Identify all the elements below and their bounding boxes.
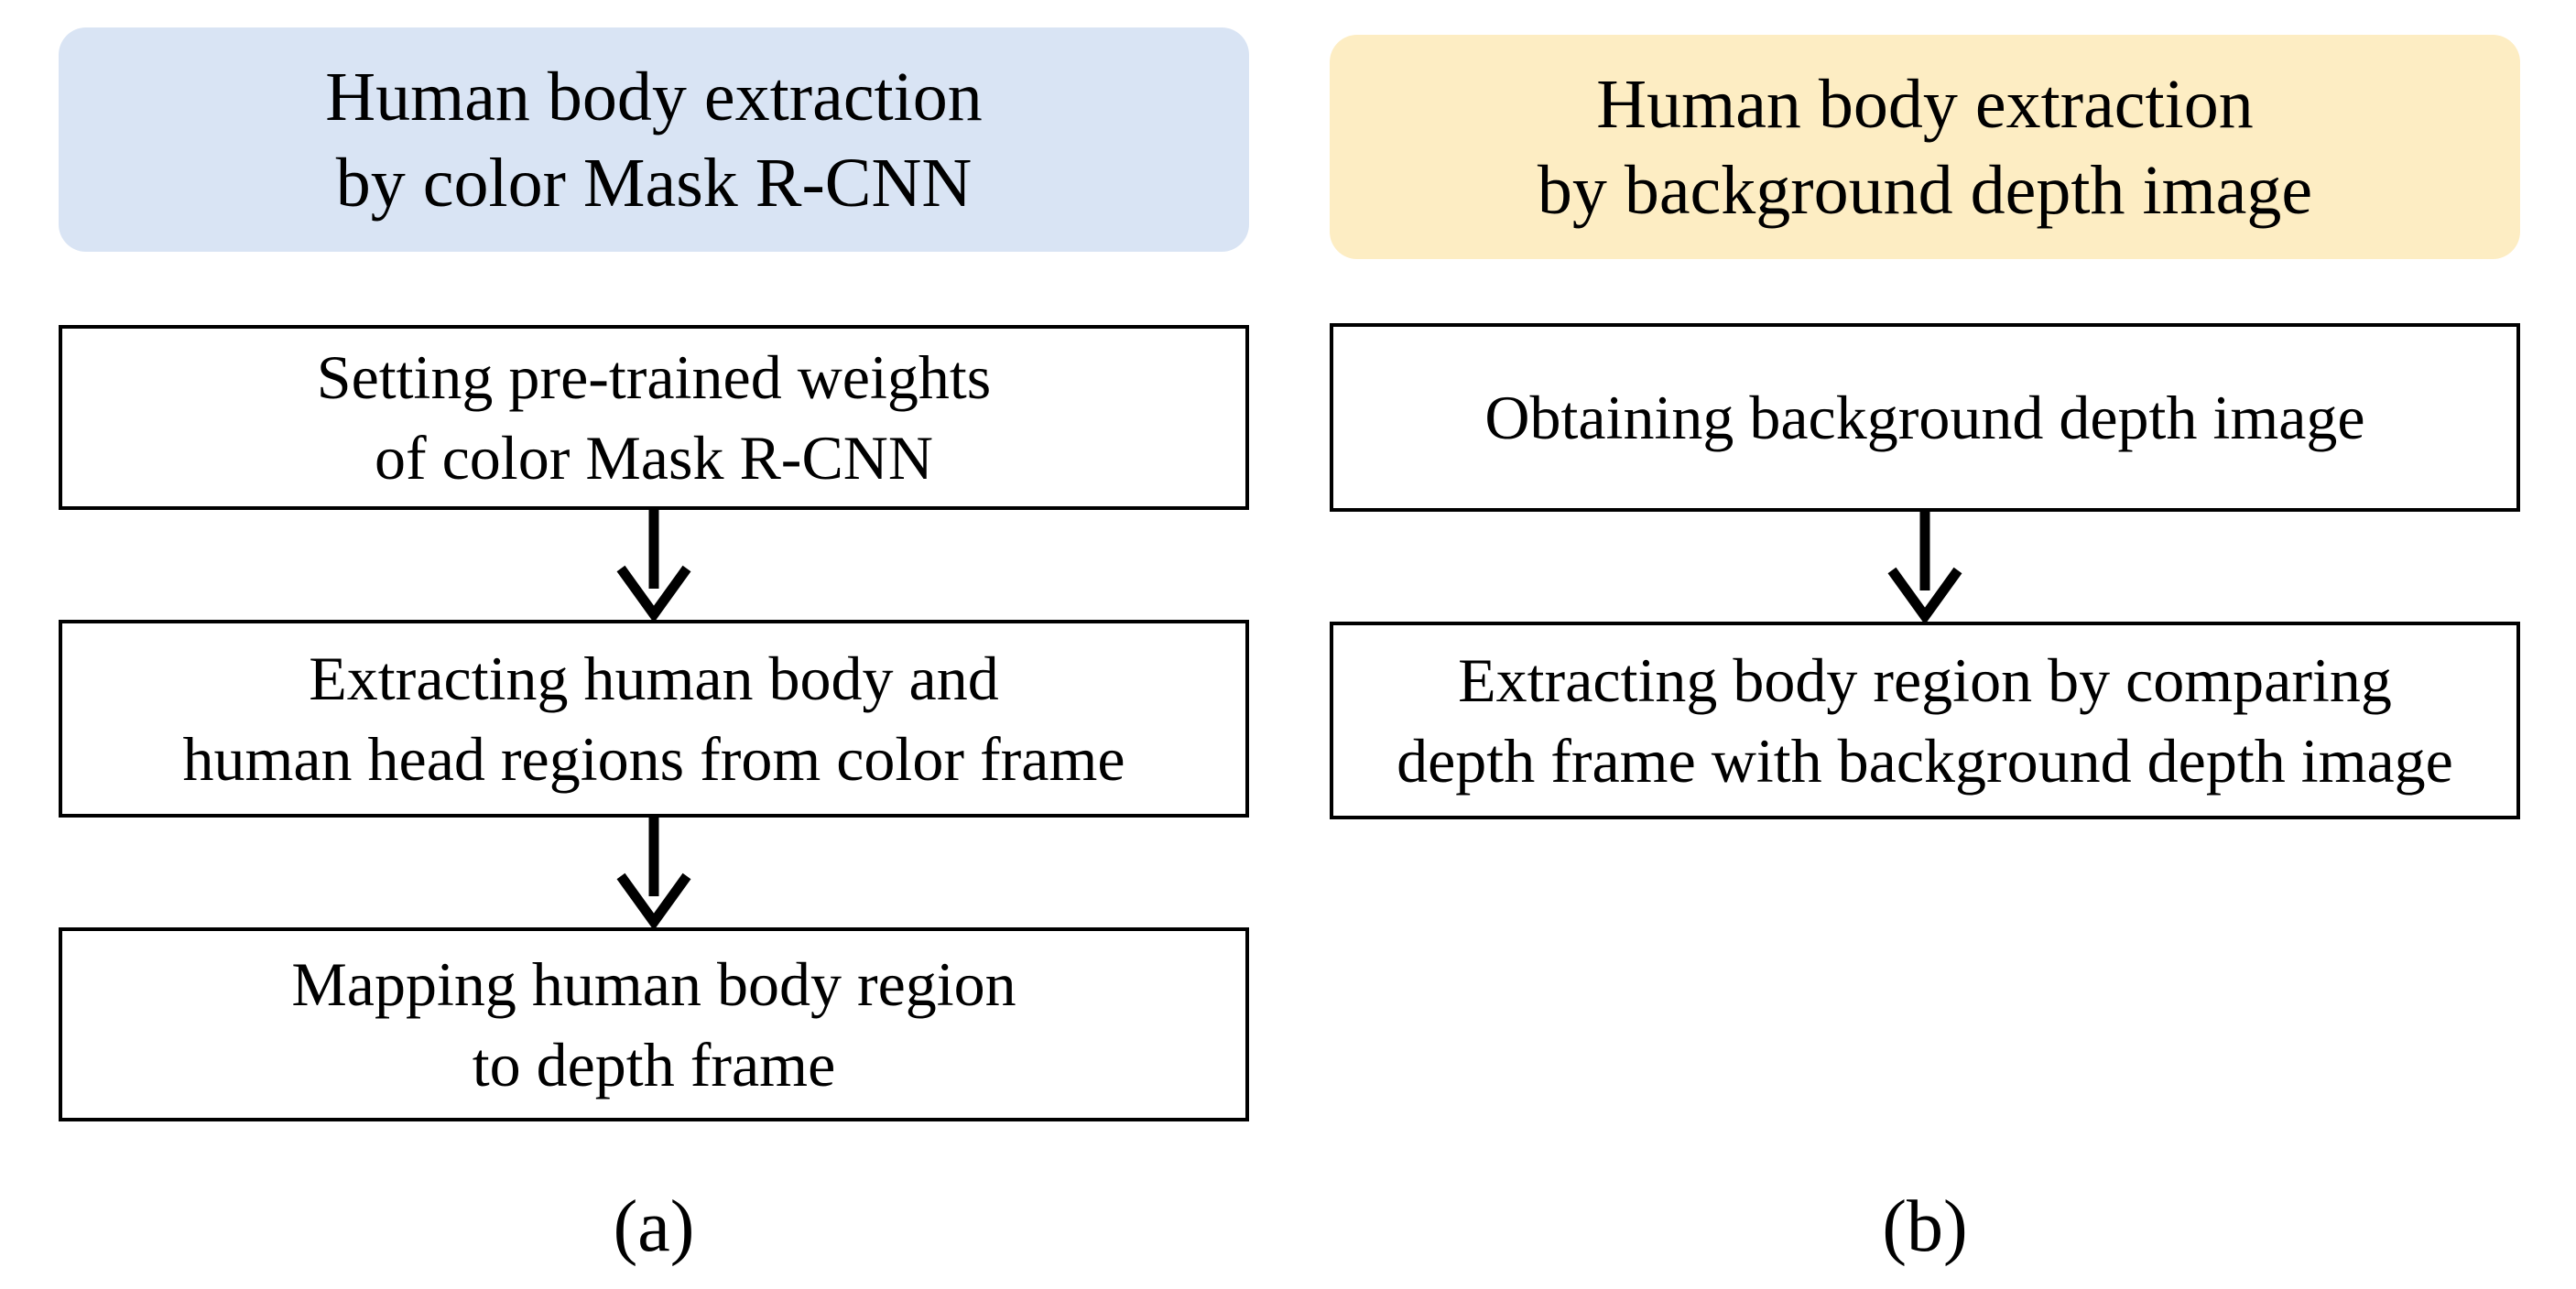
arrow-down-icon	[615, 510, 692, 620]
panel-b-step-1: Obtaining background depth image	[1330, 323, 2520, 512]
panel-b-caption: (b)	[1882, 1186, 1968, 1267]
panel-a-step-2: Extracting human body and human head reg…	[59, 620, 1249, 818]
panel-a-step-1: Setting pre-trained weights of color Mas…	[59, 325, 1249, 510]
panel-b-step-2: Extracting body region by comparing dept…	[1330, 622, 2520, 819]
panel-b: Human body extraction by background dept…	[1330, 0, 2520, 1289]
panel-b-header: Human body extraction by background dept…	[1330, 35, 2520, 259]
panel-a-caption: (a)	[613, 1186, 695, 1267]
arrow-down-icon	[615, 818, 692, 927]
arrow-down-icon	[1886, 512, 1963, 622]
panel-a-header: Human body extraction by color Mask R-CN…	[59, 27, 1249, 252]
panel-a-step-3: Mapping human body region to depth frame	[59, 927, 1249, 1121]
panel-a: Human body extraction by color Mask R-CN…	[59, 0, 1249, 1289]
